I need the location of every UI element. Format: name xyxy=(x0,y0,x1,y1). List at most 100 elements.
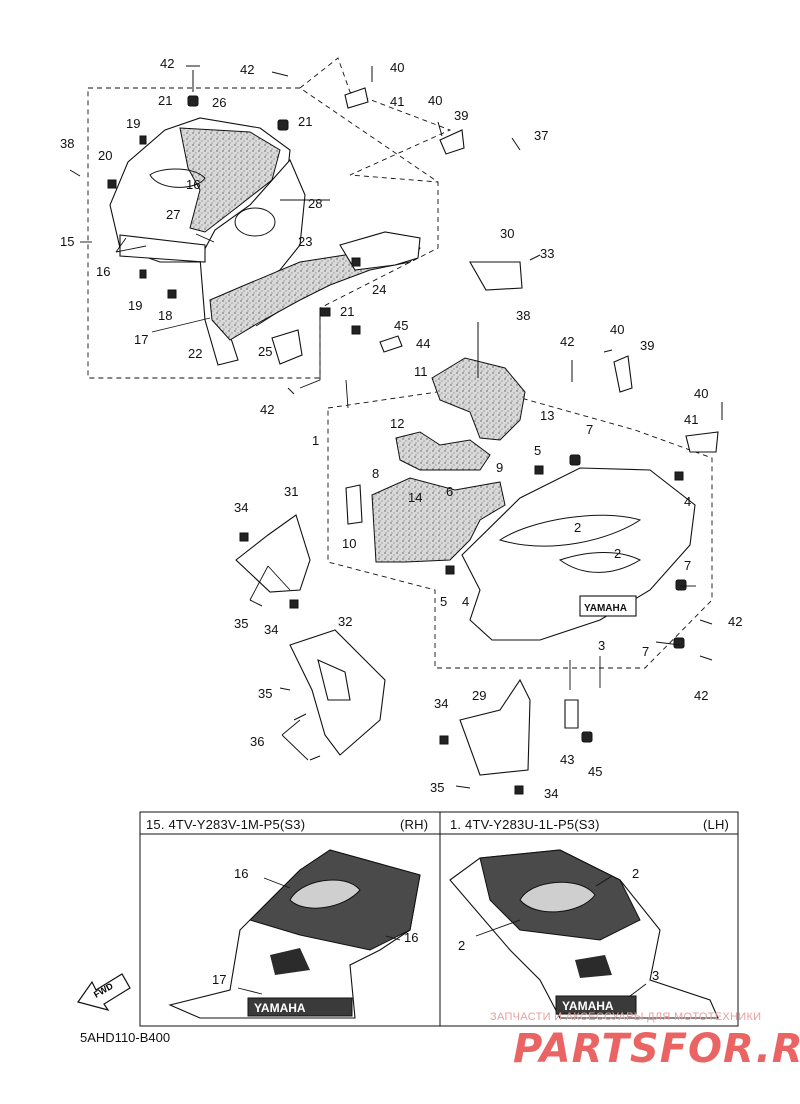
callout-32: 32 xyxy=(338,614,352,629)
callout-42: 42 xyxy=(694,688,708,703)
callout-10: 10 xyxy=(342,536,356,551)
legend-callout-2: 2 xyxy=(632,866,639,881)
legend-callout-2: 2 xyxy=(458,938,465,953)
callout-39: 39 xyxy=(454,108,468,123)
callout-38: 38 xyxy=(516,308,530,323)
callout-35: 35 xyxy=(430,780,444,795)
legend-rh-side: (RH) xyxy=(400,817,429,832)
callout-23: 23 xyxy=(298,234,312,249)
callout-21: 21 xyxy=(298,114,312,129)
rh-decal-brand: YAMAHA xyxy=(254,1001,306,1015)
watermark-logo: PARTSFOR.RU xyxy=(513,1026,800,1072)
callout-40: 40 xyxy=(390,60,404,75)
callout-17: 17 xyxy=(134,332,148,347)
callout-31: 31 xyxy=(284,484,298,499)
callout-30: 30 xyxy=(500,226,514,241)
callout-42: 42 xyxy=(260,402,274,417)
legend-callout-16: 16 xyxy=(234,866,248,881)
legend-callout-17: 17 xyxy=(212,972,226,987)
callout-42: 42 xyxy=(560,334,574,349)
callout-36: 36 xyxy=(250,734,264,749)
panel-brand-decal: YAMAHA xyxy=(584,603,627,614)
lh-decal-brand: YAMAHA xyxy=(562,999,614,1013)
callout-41: 41 xyxy=(684,412,698,427)
callout-1: 1 xyxy=(312,433,319,448)
callout-33: 33 xyxy=(540,246,554,261)
callout-45: 45 xyxy=(394,318,408,333)
callout-26: 26 xyxy=(212,95,226,110)
callout-37: 37 xyxy=(534,128,548,143)
callout-34: 34 xyxy=(264,622,278,637)
inner-panels xyxy=(235,514,593,795)
legend-lh-part-number: 1. 4TV-Y283U-1L-P5(S3) xyxy=(450,817,600,832)
callout-18: 18 xyxy=(158,308,172,323)
callout-27: 27 xyxy=(166,207,180,222)
color-legend-frame xyxy=(139,811,739,1027)
callout-25: 25 xyxy=(258,344,272,359)
callout-3: 3 xyxy=(598,638,605,653)
callout-42: 42 xyxy=(240,62,254,77)
callout-34: 34 xyxy=(544,786,558,801)
callout-5: 5 xyxy=(534,443,541,458)
callout-16: 16 xyxy=(186,177,200,192)
legend-callout-16: 16 xyxy=(404,930,418,945)
callout-42: 42 xyxy=(728,614,742,629)
callout-28: 28 xyxy=(308,196,322,211)
forward-arrow-icon: FWD xyxy=(77,973,131,1011)
callout-40: 40 xyxy=(694,386,708,401)
callout-35: 35 xyxy=(234,616,248,631)
callout-4: 4 xyxy=(462,594,469,609)
callout-5: 5 xyxy=(440,594,447,609)
callout-21: 21 xyxy=(340,304,354,319)
lh-cowling-illustration: YAMAHA xyxy=(449,849,719,1019)
callout-16: 16 xyxy=(96,264,110,279)
callout-13: 13 xyxy=(540,408,554,423)
callout-labels: 42 42 40 41 21 26 40 39 37 19 21 38 20 1… xyxy=(60,56,742,801)
callout-9: 9 xyxy=(496,460,503,475)
callout-34: 34 xyxy=(434,696,448,711)
callout-2: 2 xyxy=(574,520,581,535)
cowling-rh-assembly xyxy=(109,117,421,366)
group-outline-1 xyxy=(327,385,713,669)
callout-19: 19 xyxy=(126,116,140,131)
leader-lines xyxy=(80,199,696,761)
callout-38: 38 xyxy=(60,136,74,151)
callout-34: 34 xyxy=(234,500,248,515)
callout-40: 40 xyxy=(610,322,624,337)
legend-callout-3: 3 xyxy=(652,968,659,983)
callout-19: 19 xyxy=(128,298,142,313)
callout-22: 22 xyxy=(188,346,202,361)
hardware-upper xyxy=(69,65,541,395)
callout-39: 39 xyxy=(640,338,654,353)
callout-12: 12 xyxy=(390,416,404,431)
callout-8: 8 xyxy=(372,466,379,481)
legend-rh-part-number: 15. 4TV-Y283V-1M-P5(S3) xyxy=(146,817,306,832)
callout-21: 21 xyxy=(158,93,172,108)
callout-43: 43 xyxy=(560,752,574,767)
callout-20: 20 xyxy=(98,148,112,163)
callout-41: 41 xyxy=(390,94,404,109)
callout-40: 40 xyxy=(428,93,442,108)
group-outline-15 xyxy=(87,87,439,379)
callout-35: 35 xyxy=(258,686,272,701)
callout-15: 15 xyxy=(60,234,74,249)
callout-14: 14 xyxy=(408,490,422,505)
callout-6: 6 xyxy=(446,484,453,499)
callout-44: 44 xyxy=(416,336,430,351)
bracket-leader-right xyxy=(299,57,452,183)
callout-2: 2 xyxy=(614,546,621,561)
callout-7: 7 xyxy=(684,558,691,573)
callout-29: 29 xyxy=(472,688,486,703)
legend-lh-side: (LH) xyxy=(703,817,730,832)
callout-45: 45 xyxy=(588,764,602,779)
callout-42: 42 xyxy=(160,56,174,71)
callout-4: 4 xyxy=(684,494,691,509)
callout-7: 7 xyxy=(642,644,649,659)
callout-24: 24 xyxy=(372,282,386,297)
watermark-tagline: ЗАПЧАСТИ И АКСЕССУАРЫ ДЛЯ МОТОТЕХНИКИ xyxy=(490,1011,762,1023)
callout-11: 11 xyxy=(414,364,428,379)
cowling-lh-assembly: YAMAHA xyxy=(345,322,723,661)
rh-cowling-illustration: YAMAHA xyxy=(168,849,421,1019)
callout-7: 7 xyxy=(586,422,593,437)
